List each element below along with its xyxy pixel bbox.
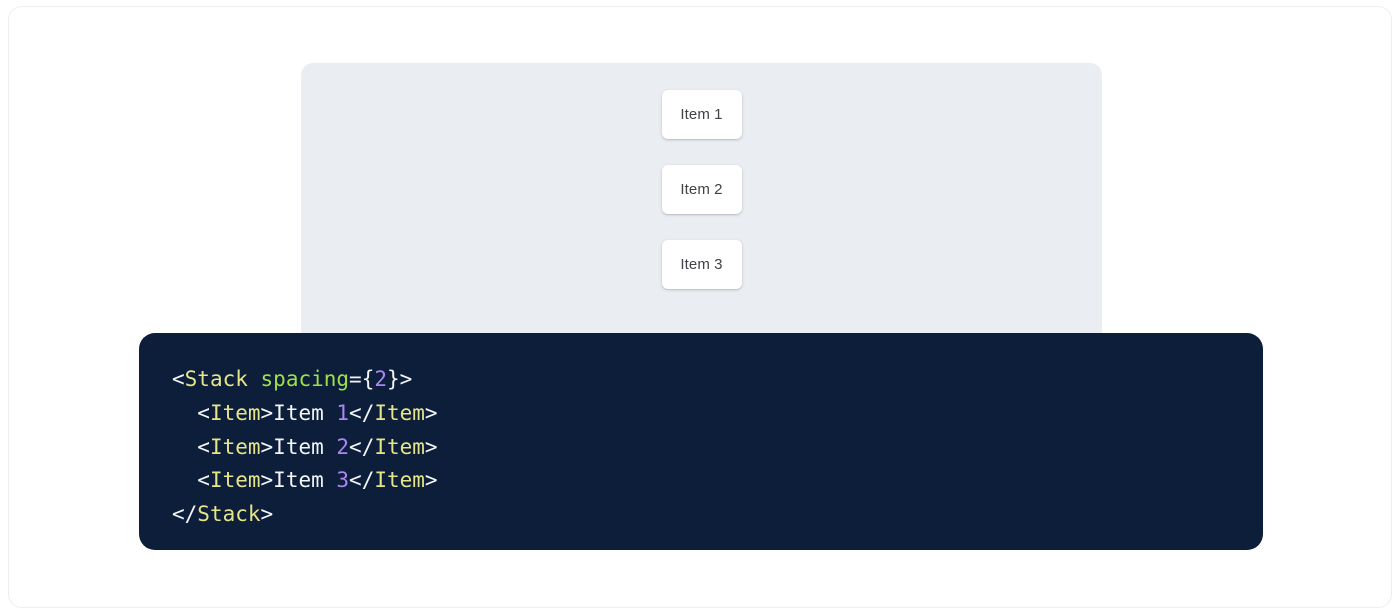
code-token-punct: < — [172, 435, 210, 459]
code-token-num: 2 — [374, 367, 387, 391]
code-token-punct: }> — [387, 367, 412, 391]
item-card[interactable]: Item 2 — [662, 165, 742, 214]
code-token-punct: > — [261, 502, 274, 526]
code-token-tag: Stack — [197, 502, 260, 526]
code-token-punct: ={ — [349, 367, 374, 391]
code-token-punct — [248, 367, 261, 391]
code-token-num: 1 — [336, 401, 349, 425]
code-token-tag: Item — [374, 468, 425, 492]
code-token-tag: Item — [210, 401, 261, 425]
code-token-text: Item — [273, 435, 336, 459]
code-line: <Item>Item 2</Item> — [172, 431, 1263, 465]
item-card-label: Item 2 — [680, 182, 722, 197]
code-token-tag: Item — [374, 435, 425, 459]
code-token-text: Item — [273, 401, 336, 425]
code-snippet-text: <Stack spacing={2}> <Item>Item 1</Item> … — [172, 363, 1263, 532]
code-token-punct: > — [425, 435, 438, 459]
code-token-punct: </ — [172, 502, 197, 526]
code-token-punct: > — [261, 401, 274, 425]
code-token-punct: < — [172, 401, 210, 425]
item-card-label: Item 1 — [680, 107, 722, 122]
code-line: <Item>Item 3</Item> — [172, 464, 1263, 498]
code-line: <Item>Item 1</Item> — [172, 397, 1263, 431]
code-token-punct: < — [172, 367, 185, 391]
code-token-num: 2 — [336, 435, 349, 459]
code-token-tag: Item — [210, 435, 261, 459]
code-token-punct: </ — [349, 468, 374, 492]
item-card[interactable]: Item 3 — [662, 240, 742, 289]
code-token-punct: > — [425, 401, 438, 425]
code-token-punct: > — [261, 468, 274, 492]
item-stack: Item 1 Item 2 Item 3 — [301, 90, 1102, 289]
page-frame: Item 1Item 2Item 3 <Stack spacing={2}> <… — [8, 6, 1392, 608]
code-token-punct: > — [425, 468, 438, 492]
code-token-num: 3 — [336, 468, 349, 492]
code-token-punct: </ — [349, 435, 374, 459]
code-snippet-block[interactable]: <Stack spacing={2}> <Item>Item 1</Item> … — [139, 333, 1263, 550]
code-token-tag: Item — [374, 401, 425, 425]
code-token-tag: Stack — [185, 367, 248, 391]
code-token-attr: spacing — [261, 367, 350, 391]
code-token-punct: > — [261, 435, 274, 459]
code-token-text: Item — [273, 468, 336, 492]
code-line: </Stack> — [172, 498, 1263, 532]
code-token-punct: < — [172, 468, 210, 492]
code-line: <Stack spacing={2}> — [172, 363, 1263, 397]
code-token-punct: </ — [349, 401, 374, 425]
stack-preview-panel: Item 1 Item 2 Item 3 — [301, 63, 1102, 363]
item-card-label: Item 3 — [680, 257, 722, 272]
item-card[interactable]: Item 1 — [662, 90, 742, 139]
code-token-tag: Item — [210, 468, 261, 492]
